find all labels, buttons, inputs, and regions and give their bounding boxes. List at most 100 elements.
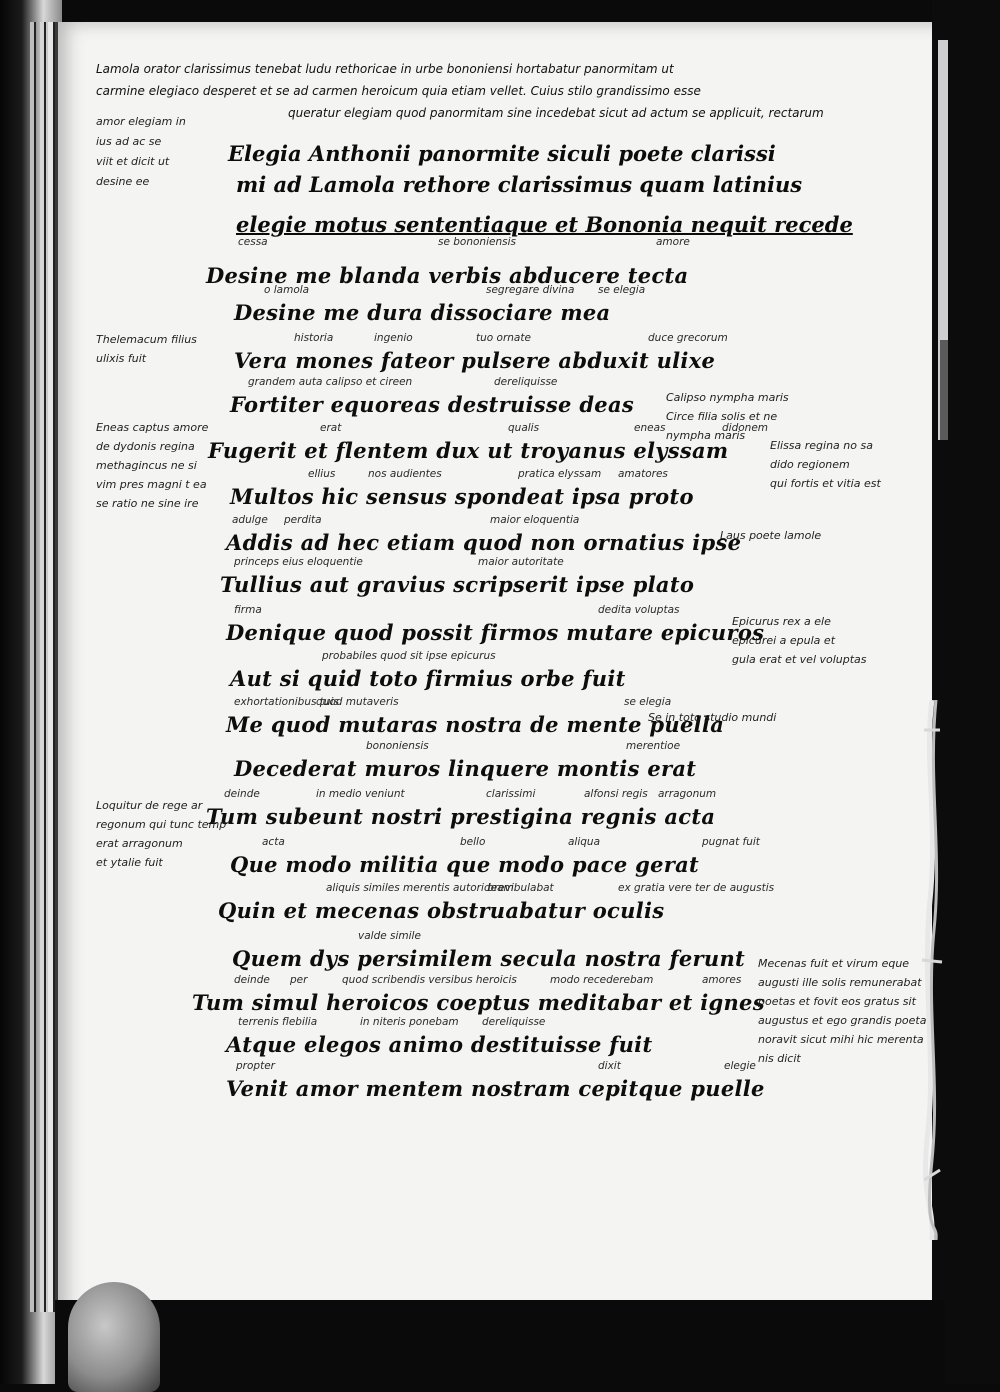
interlinear-gloss: deambulabat [484, 882, 554, 894]
verse-line: Quin et mecenas obstruabatur oculis [218, 898, 664, 923]
verse-text: Aut si quid toto firmius orbe fuit [230, 666, 626, 691]
interlinear-gloss: ex gratia vere ter de augustis [618, 882, 775, 894]
margin-note-line: nis dicit [758, 1052, 801, 1065]
title-line: elegie motus sententiaque et Bononia neq… [236, 212, 853, 237]
interlinear-gloss: alfonsi regis [584, 788, 648, 800]
intro-line: Lamola orator clarissimus tenebat ludu r… [96, 62, 674, 76]
margin-note-line: regonum qui tunc temp [96, 818, 227, 831]
verse-text: Denique quod possit firmos mutare epicur… [226, 620, 765, 645]
margin-note-line: augustus et ego grandis poeta ho [758, 1014, 944, 1027]
verse-text: Quin et mecenas obstruabatur oculis [218, 898, 665, 923]
margin-note-line: ulixis fuit [96, 352, 147, 365]
interlinear-gloss: perdita [284, 514, 322, 526]
interlinear-gloss: o lamola [264, 284, 310, 296]
verse-text: Tullius aut gravius scripserit ipse plat… [220, 572, 695, 597]
margin-note-line: Epicurus rex a ele [732, 615, 831, 628]
verse-text: Quem dys persimilem secula nostra ferunt [232, 946, 746, 971]
verse-line: Aut si quid toto firmius orbe fuit [230, 666, 626, 691]
interlinear-gloss: quod mutaveris [316, 696, 399, 708]
verse-line: Fortiter equoreas destruisse deas [230, 392, 634, 417]
interlinear-gloss: bononiensis [366, 740, 429, 752]
verse-text: Me quod mutaras nostra de mente puella [226, 712, 725, 737]
margin-note-right: Laus poete lamole [720, 526, 821, 545]
interlinear-gloss: clarissimi [486, 788, 536, 800]
interlinear-gloss: in niteris ponebam [360, 1016, 459, 1028]
interlinear-gloss: a calipso et cireen [316, 376, 413, 388]
interlinear-gloss: modo recederebam [550, 974, 654, 986]
verse-text: Atque elegos animo destituisse fuit [226, 1032, 653, 1057]
interlinear-gloss: dereliquisse [482, 1016, 546, 1028]
interlinear-gloss: se elegia [624, 696, 672, 708]
interlinear-gloss: didonem [722, 422, 769, 434]
manuscript-page: Lamola orator clarissimus tenebat ludu r… [55, 22, 948, 1322]
margin-note-line: nympha maris [666, 429, 746, 442]
intro-line: queratur elegiam quod panormitam sine in… [288, 106, 824, 120]
interlinear-gloss: merentioe [626, 740, 681, 752]
verse-text: Fortiter equoreas destruisse deas [230, 392, 634, 417]
interlinear-gloss: dereliquisse [494, 376, 558, 388]
page-leaves [48, 22, 55, 1312]
margin-note-left: Thelemacum filius ulixis fuit [96, 330, 197, 368]
interlinear-gloss: dedita voluptas [598, 604, 680, 616]
interlinear-gloss: historia [294, 332, 334, 344]
interlinear-gloss: deinde [224, 788, 260, 800]
interlinear-gloss: grandem aut [248, 376, 316, 388]
interlinear-gloss: bello [460, 836, 486, 848]
margin-note-line: se ratio ne sine ire [96, 497, 199, 510]
interlinear-gloss: se elegia [598, 284, 646, 296]
verse-line: Vera mones fateor pulsere abduxit ulixe [234, 348, 715, 373]
verse-text: Tum subeunt nostri prestigina regnis act… [206, 804, 716, 829]
interlinear-gloss: amatores [618, 468, 668, 480]
interlinear-gloss: duce grecorum [648, 332, 728, 344]
verse-line: Desine me blanda verbis abducere tecta [206, 252, 688, 292]
margin-note-line: augusti ille solis remunerabat [758, 976, 922, 989]
interlinear-gloss: se bononiensis [438, 236, 516, 248]
interlinear-gloss: ellius [308, 468, 336, 480]
interlinear-gloss: probabiles quod sit ipse epicurus [322, 650, 496, 662]
interlinear-gloss: elegie [724, 1060, 756, 1072]
interlinear-gloss: in medio veniunt [316, 788, 405, 800]
page-bottom-shadow [55, 1300, 945, 1384]
verse-line: Me quod mutaras nostra de mente puella [226, 712, 724, 737]
interlinear-gloss: aliqua [568, 836, 601, 848]
margin-note-left: Loquitur de rege ar regonum qui tunc temp… [96, 796, 226, 872]
verse-text: Desine me blanda verbis abducere tecta [206, 263, 689, 288]
interlinear-gloss: tuo ornate [476, 332, 531, 344]
interlinear-gloss: exhortationibus tuis [234, 696, 339, 708]
interlinear-gloss: segregare divina [486, 284, 575, 296]
verse-text: Addis ad hec etiam quod non ornatius ips… [226, 530, 742, 555]
title-line: mi ad Lamola rethore clarissimus quam la… [236, 172, 803, 197]
next-page-edge [938, 40, 948, 440]
margin-note-line: Laus poete lamole [720, 529, 822, 542]
margin-note-line: poetas et fovit eos gratus sit [758, 995, 916, 1008]
interlinear-gloss: qualis [508, 422, 540, 434]
margin-note-line: Elissa regina no sa [770, 439, 873, 452]
verse-text: Desine me dura dissociare mea [234, 300, 611, 325]
interlinear-gloss: amore [656, 236, 690, 248]
interlinear-gloss: deinde [234, 974, 270, 986]
interlinear-gloss: princeps eius eloquentie [234, 556, 363, 568]
interlinear-gloss: nos audientes [368, 468, 442, 480]
interlinear-gloss: firma [234, 604, 262, 616]
title-text: Elegia Anthonii panormite siculi poete c… [228, 141, 776, 166]
interlinear-gloss: cessa [238, 236, 268, 248]
margin-note-line: Thelemacum filius [96, 333, 197, 346]
verse-text: Venit amor mentem nostram cepitque puell… [226, 1076, 765, 1101]
verse-line: Multos hic sensus spondeat ipsa proto [230, 484, 694, 509]
interlinear-gloss: maior eloquentia [490, 514, 580, 526]
margin-note-line: gula erat et vel voluptas [732, 653, 867, 666]
interlinear-gloss: dixit [598, 1060, 621, 1072]
interlinear-gloss: ingenio [374, 332, 413, 344]
verse-text: Fugerit et flentem dux ut troyanus elyss… [208, 438, 729, 463]
interlinear-gloss: quod scribendis versibus heroicis [342, 974, 517, 986]
margin-note-line: Loquitur de rege ar [96, 799, 203, 812]
margin-note-line: de dydonis regina [96, 440, 195, 453]
page-leaves [40, 22, 46, 1312]
margin-note-line: Calipso nympha maris [666, 391, 789, 404]
verse-text: Tum simul heroicos coeptus meditabar et … [192, 990, 765, 1015]
